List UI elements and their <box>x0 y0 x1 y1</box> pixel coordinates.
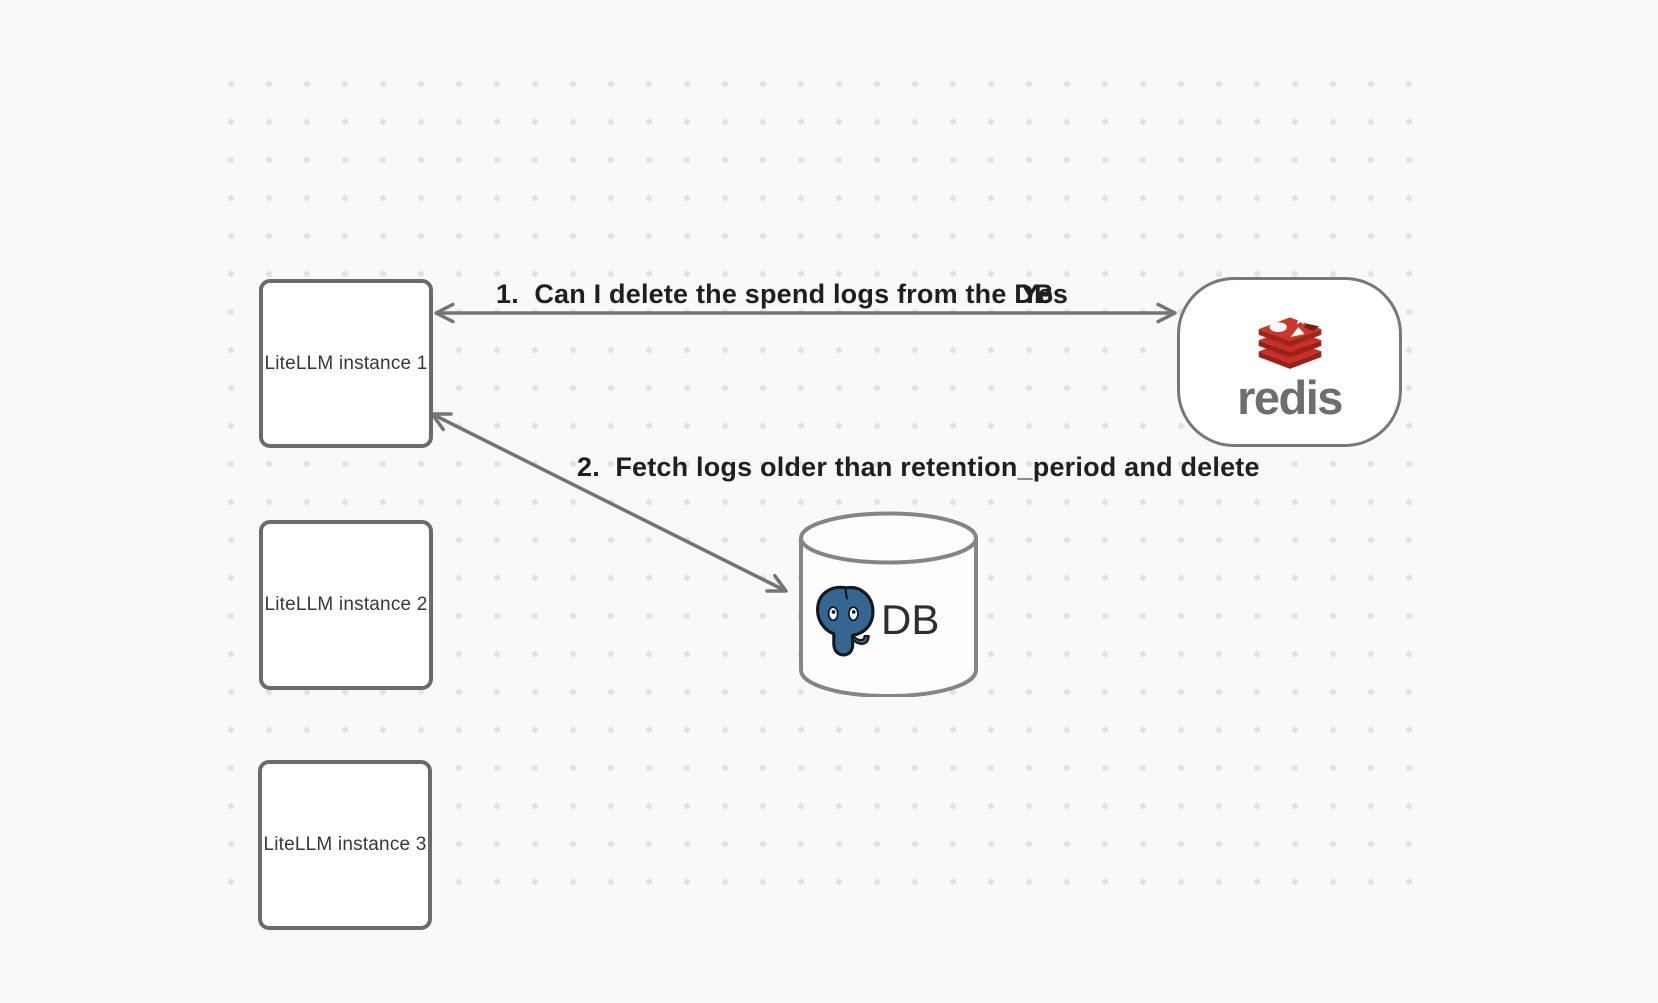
database-cylinder-icon <box>799 511 978 699</box>
postgresql-elephant-icon <box>816 585 875 657</box>
node-litellm-instance-3[interactable]: LiteLLM instance 3 <box>258 760 432 930</box>
node-litellm-instance-1[interactable]: LiteLLM instance 1 <box>259 279 433 448</box>
database-label: DB <box>881 596 940 643</box>
node-label: LiteLLM instance 3 <box>263 834 427 855</box>
node-litellm-instance-2[interactable]: LiteLLM instance 2 <box>259 520 433 690</box>
node-label: LiteLLM instance 1 <box>264 352 428 374</box>
redis-wordmark: redis <box>1237 371 1343 424</box>
edge1-question-label[interactable]: 1. Can I delete the spend logs from the … <box>496 279 1054 309</box>
node-label: LiteLLM instance 2 <box>264 594 428 615</box>
arrow-instance1-db[interactable] <box>430 412 788 593</box>
edge1-answer-label[interactable]: Yes <box>1021 279 1069 309</box>
node-redis[interactable]: redis <box>1177 277 1402 447</box>
node-database[interactable] <box>799 511 978 699</box>
redis-stack-icon <box>1258 313 1321 369</box>
database-content: DB <box>810 583 939 657</box>
edge2-label[interactable]: 2. Fetch logs older than retention_perio… <box>577 452 1260 482</box>
arrow-instance1-redis[interactable] <box>434 302 1177 324</box>
